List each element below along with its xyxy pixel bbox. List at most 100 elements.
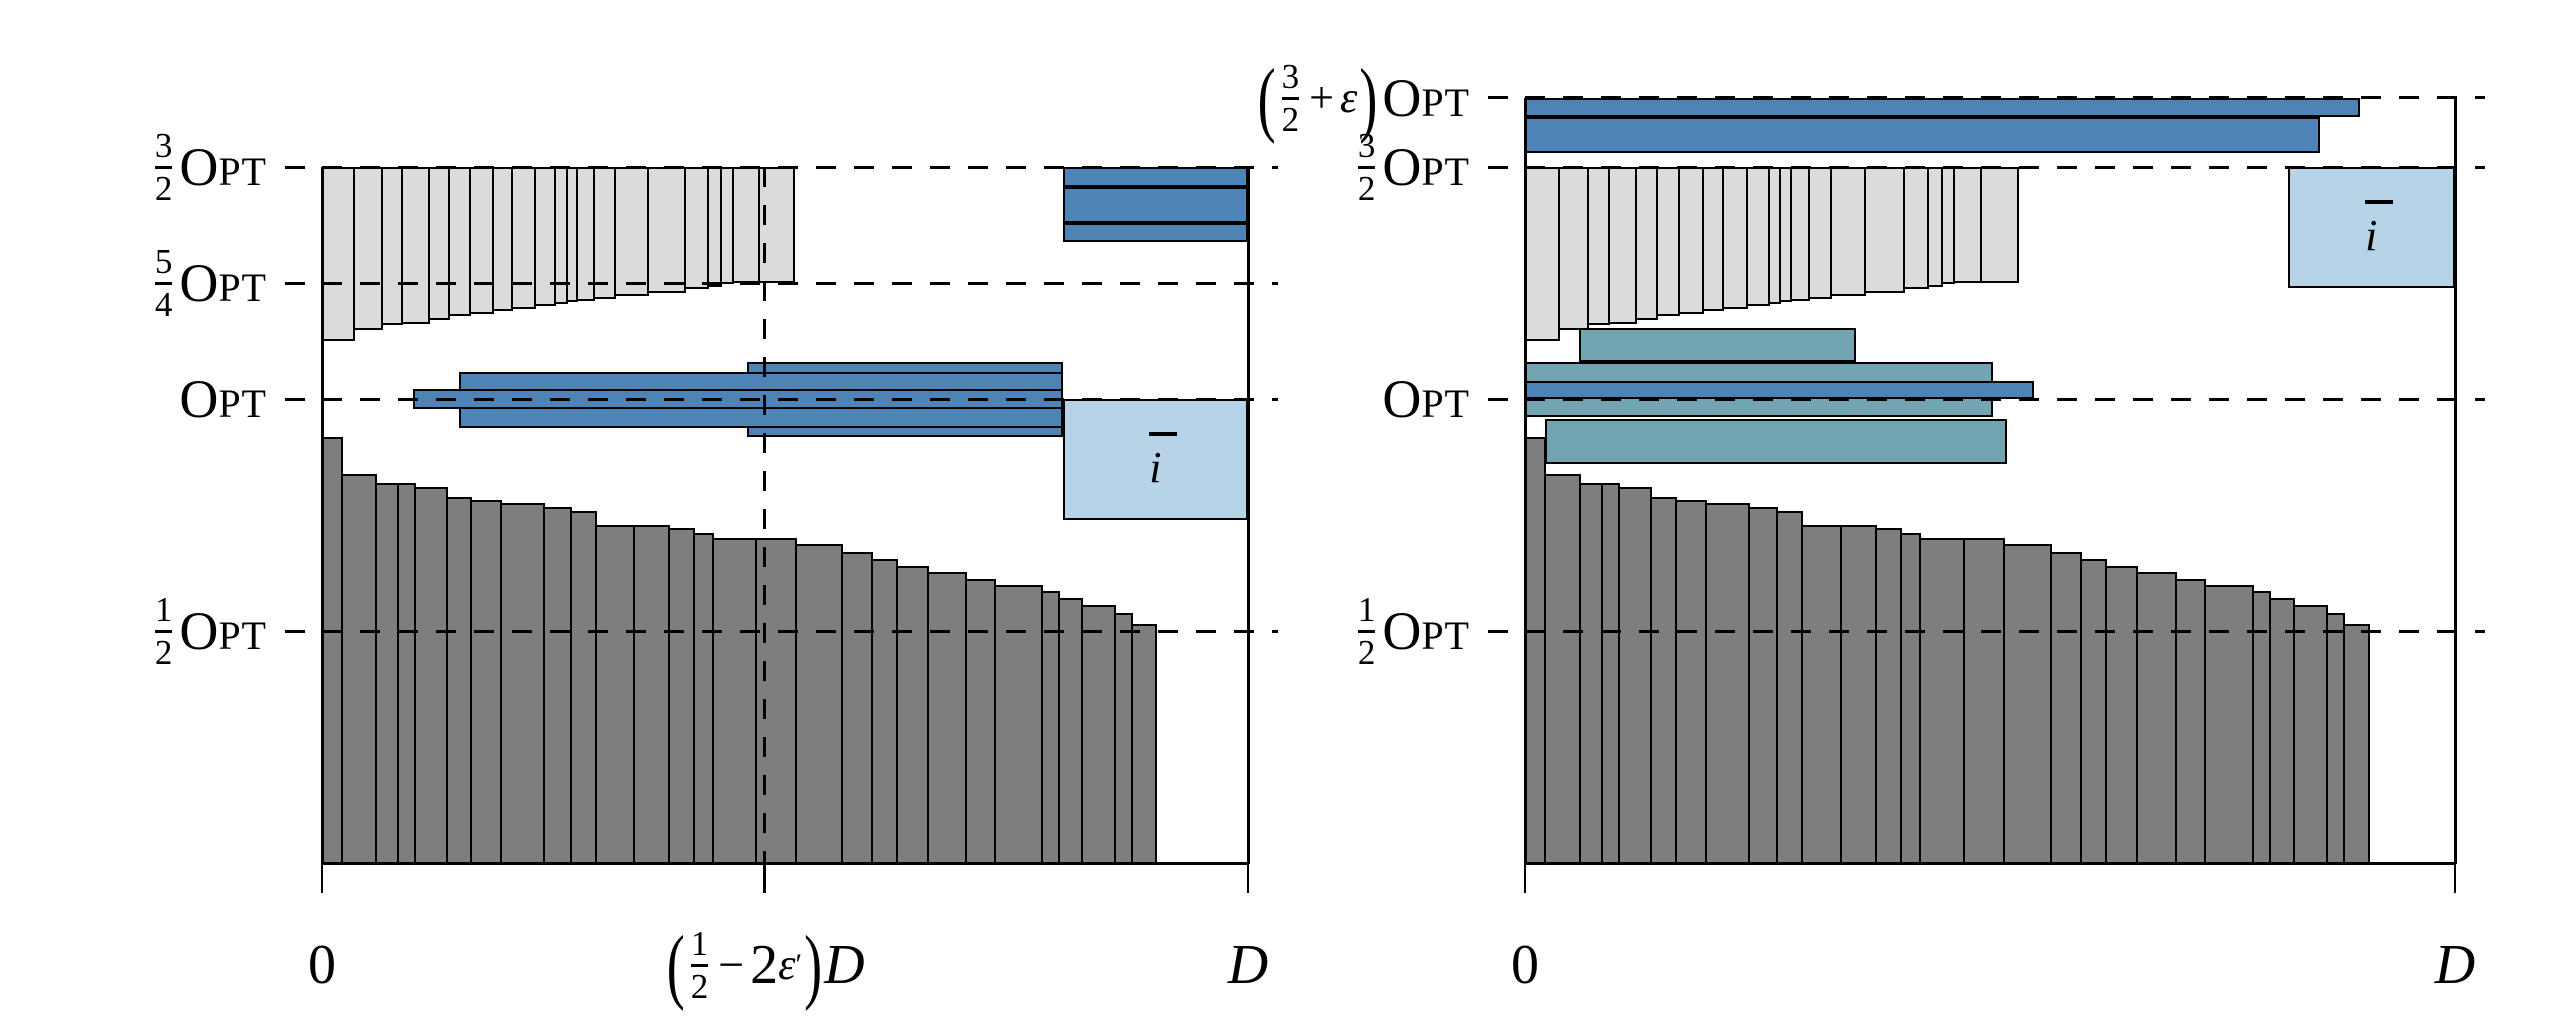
hang-bar — [1808, 167, 1832, 299]
hang-bar — [1557, 167, 1589, 331]
denominator: 2 — [1357, 633, 1376, 672]
top-wide-bar — [1525, 116, 2321, 154]
top-stack-bar — [1062, 186, 1248, 224]
hang-bar — [1722, 167, 1749, 309]
axis-left — [1524, 97, 1527, 864]
floor-bar — [2003, 543, 2053, 864]
floor-bar — [1131, 624, 1158, 864]
x-tick — [1246, 865, 1250, 893]
axis-bottom — [1524, 862, 2456, 865]
floor-bar — [1963, 538, 2006, 864]
floor-bar — [1544, 474, 1582, 864]
opt-O: O — [179, 253, 219, 313]
x-tick — [320, 865, 324, 893]
denominator: 2 — [690, 967, 709, 1006]
text: 0 — [308, 934, 336, 996]
fraction-bar — [154, 282, 173, 285]
numerator: 3 — [1281, 56, 1300, 96]
gridline-dashed — [1525, 629, 2485, 633]
floor-bar — [1900, 533, 1922, 864]
floor-bar — [2343, 624, 2370, 864]
paren: ) — [1359, 51, 1378, 145]
fraction-bar — [1357, 630, 1376, 633]
floor-bar — [1674, 500, 1707, 864]
floor-bar — [1875, 527, 1903, 864]
math-italic: D — [2434, 934, 2476, 996]
y-tick-dash — [1488, 397, 1508, 401]
paren: ) — [804, 918, 823, 1012]
y-tick-dash — [1488, 629, 1508, 633]
opt-O: O — [179, 369, 219, 429]
hang-bar — [353, 167, 384, 331]
operator: + — [1309, 72, 1334, 122]
floor-bar — [1081, 605, 1116, 864]
floor-bar — [1579, 482, 1603, 864]
axis-right — [2454, 97, 2457, 864]
text: 2 — [750, 934, 779, 996]
denominator: 4 — [154, 285, 173, 324]
x-tick — [1523, 865, 1527, 893]
hang-bar — [1678, 167, 1704, 314]
opt-PT: PT — [218, 613, 267, 658]
epsilon: ε — [1339, 72, 1358, 122]
math-italic: D — [824, 934, 865, 996]
y-tick-dash — [285, 397, 305, 401]
fraction-bar — [690, 964, 709, 967]
opt-PT: PT — [218, 149, 267, 194]
floor-bar — [2175, 578, 2206, 864]
opt-PT: PT — [1421, 613, 1470, 658]
hang-bar — [1746, 167, 1770, 307]
floor-bar — [1748, 507, 1779, 864]
opt-PT: PT — [218, 265, 267, 310]
numerator: 1 — [690, 924, 709, 963]
numerator: 1 — [1357, 590, 1376, 629]
floor-bar — [2136, 572, 2178, 864]
floor-bar — [1776, 510, 1804, 864]
numerator: 3 — [154, 126, 173, 165]
floor-bar — [2079, 559, 2107, 864]
floor-bar — [1839, 525, 1878, 864]
floor-bar — [1525, 437, 1547, 864]
opt-O: O — [1382, 369, 1422, 429]
denominator: 2 — [154, 169, 173, 208]
x-axis-label: 0 — [1265, 905, 1785, 1025]
i-bar-label: i — [2365, 198, 2394, 258]
numerator: 3 — [1357, 126, 1376, 165]
y-tick-dash — [285, 165, 305, 169]
x-axis-label: D — [988, 905, 1508, 1025]
i-bar-label: i — [1149, 430, 1178, 490]
fraction-bar — [1357, 166, 1376, 169]
axis-right — [1247, 167, 1250, 864]
denominator: 2 — [154, 633, 173, 672]
hang-bar — [1903, 167, 1930, 290]
top-wide-bar — [1525, 97, 2361, 117]
paren: ( — [1257, 51, 1276, 145]
fraction-bar — [1281, 96, 1300, 100]
gridline-dashed — [322, 397, 1278, 401]
floor-bar — [2268, 597, 2295, 864]
denominator: 2 — [1281, 99, 1300, 139]
opt-PT: PT — [1421, 79, 1470, 125]
x-tick — [2453, 865, 2457, 893]
opt-PT: PT — [218, 381, 267, 426]
numerator: 1 — [154, 590, 173, 629]
merged-bar — [1578, 328, 1857, 362]
merged-bar — [1544, 418, 2007, 464]
hang-bar — [1635, 167, 1659, 321]
